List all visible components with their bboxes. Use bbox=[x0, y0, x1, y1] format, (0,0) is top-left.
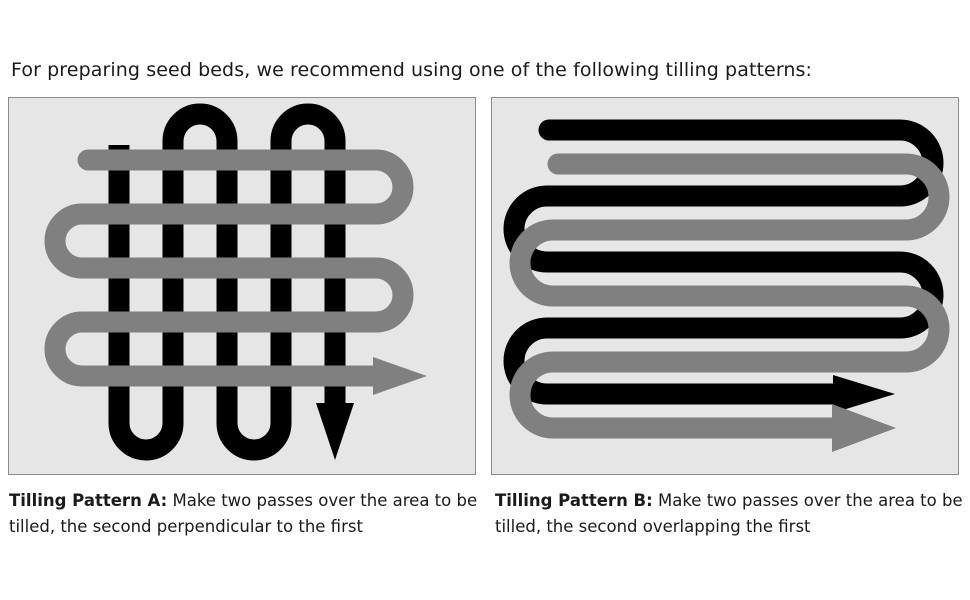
second-pass-arrowhead bbox=[373, 357, 427, 395]
first-pass-arrowhead bbox=[316, 403, 354, 460]
first-pass-path bbox=[108, 103, 346, 461]
pattern-a-caption: Tilling Pattern A: Make two passes over … bbox=[9, 488, 489, 540]
pattern-b-diagram bbox=[491, 97, 959, 475]
intro-text: For preparing seed beds, we recommend us… bbox=[11, 59, 813, 81]
pattern-a-graphic bbox=[44, 103, 427, 461]
pattern-a-title: Tilling Pattern A: bbox=[9, 491, 168, 510]
first-pass-arrowhead bbox=[833, 375, 895, 413]
pattern-a-diagram bbox=[8, 97, 476, 475]
second-pass-arrowhead bbox=[832, 404, 896, 452]
second-pass-path bbox=[44, 149, 414, 387]
pattern-b-title: Tilling Pattern B: bbox=[495, 491, 653, 510]
pattern-a-description: Make two passes over the area to be till… bbox=[9, 491, 478, 536]
pattern-b-description: Make two passes over the area to be till… bbox=[495, 491, 963, 536]
pattern-b-caption: Tilling Pattern B: Make two passes over … bbox=[495, 488, 970, 540]
second-pass-path bbox=[509, 153, 950, 439]
pattern-b-graphic bbox=[503, 119, 950, 452]
